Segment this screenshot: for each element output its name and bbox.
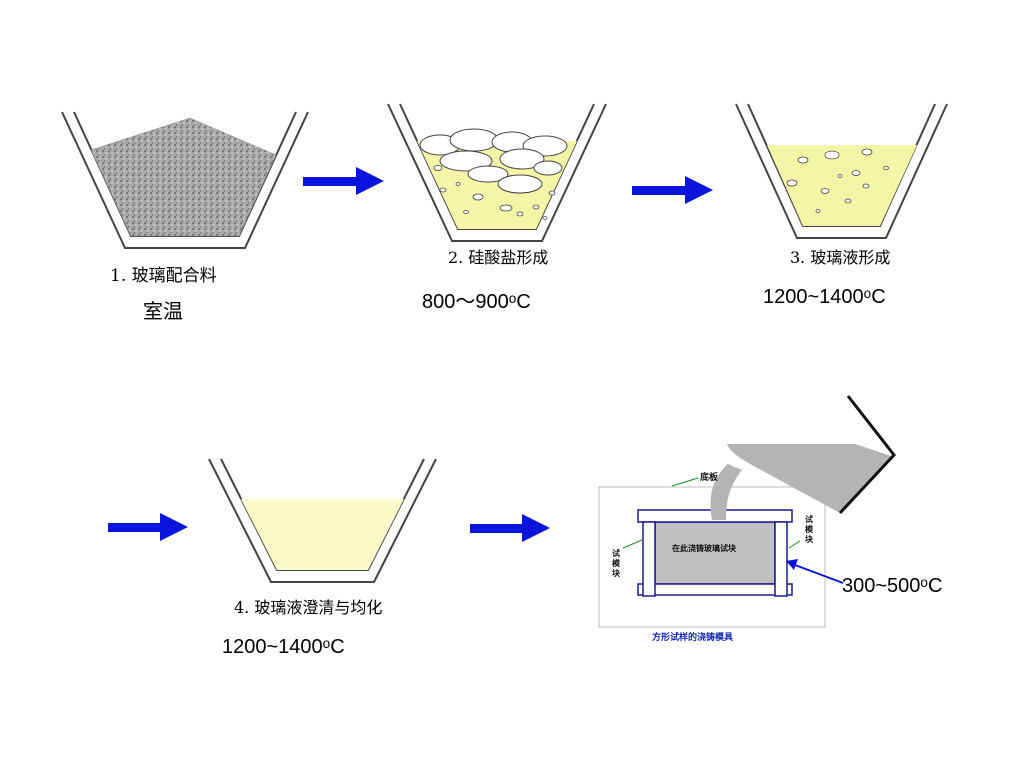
arrow-right-icon: [303, 167, 384, 195]
stage-3-temperature: 1200~1400ᵒC: [763, 286, 886, 308]
crucible-1: [61, 111, 309, 249]
arrow-right-icon: [470, 514, 550, 542]
ladle-handle: [838, 395, 896, 515]
callout-line-right: [788, 540, 801, 549]
ladle-body: [727, 444, 894, 513]
stage-4-label: 4. 玻璃液澄清与均化: [234, 598, 382, 617]
stage-1-temperature: 室温: [143, 299, 183, 323]
mold-cavity: [654, 521, 776, 585]
mold-bar-bottom: [637, 583, 793, 596]
bubbles: [433, 165, 556, 220]
crucible-3: [735, 103, 948, 239]
foam-clouds: [419, 128, 568, 194]
glass-melt: [767, 145, 917, 226]
mold-block-right: [774, 521, 788, 597]
crucible-2: [387, 103, 607, 242]
clear-glass-melt: [241, 499, 404, 570]
crucible-4: [208, 458, 437, 583]
arrow-right-icon: [108, 513, 188, 541]
arrow-right-icon: [632, 176, 713, 204]
pour-stream: [710, 464, 742, 520]
ladle-icon: [710, 395, 896, 520]
callout-line-top: [671, 477, 699, 487]
stage-1-label: 1. 玻璃配合料: [110, 266, 217, 286]
callout-line-left: [622, 539, 643, 549]
mold-center-label: 在此浇铸玻璃试块: [672, 543, 737, 553]
stage-4-temperature: 1200~1400ᵒC: [222, 636, 345, 658]
stage-2-temperature: 800～900ᵒC: [422, 291, 531, 313]
mold-right-label: 试模块: [805, 514, 814, 544]
mold-top-label: 底板: [700, 471, 719, 483]
stage-3-label: 3. 玻璃液形成: [790, 248, 890, 267]
batch-powder: [90, 117, 277, 237]
bubbles: [786, 148, 889, 213]
mold-left-label: 试模块: [612, 548, 621, 578]
mold-caption: 方形试样的浇铸模具: [652, 631, 733, 643]
temperature-pointer: [786, 559, 844, 584]
stage-2-label: 2. 硅酸盐形成: [448, 248, 548, 267]
mold-temperature: 300~500ᵒC: [842, 575, 942, 597]
mold-block-left: [642, 521, 656, 597]
